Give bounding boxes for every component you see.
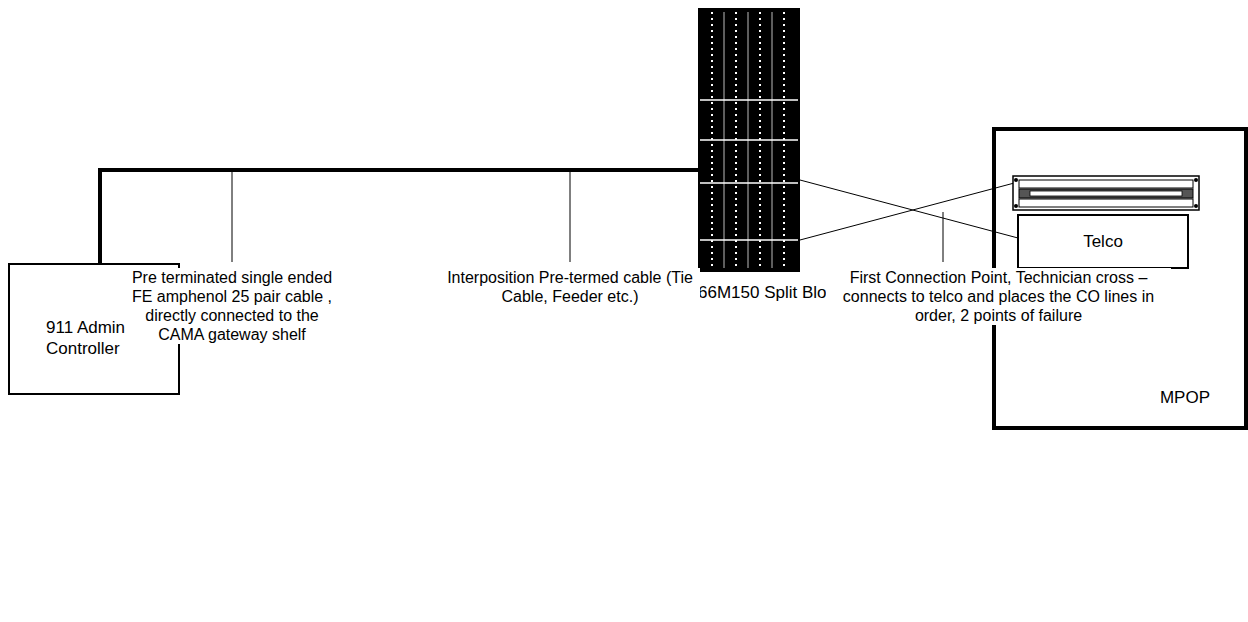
cross-connect-wire <box>800 182 1018 240</box>
node-label: 66M150 Split Block <box>698 272 844 303</box>
cross-connect-wire <box>800 180 1018 238</box>
callout-note: Pre terminated single ended FE amphenol … <box>127 268 337 344</box>
demarc-panel <box>1013 176 1199 210</box>
leader-line <box>570 172 571 262</box>
callout-note: Interposition Pre-termed cable (Tie Cabl… <box>440 268 700 306</box>
split-block: 66M150 Split Block <box>698 8 844 308</box>
node-label: MPOP <box>1160 387 1210 408</box>
node-label: Telco <box>1083 231 1123 252</box>
equipment-box: Telco <box>1017 214 1189 269</box>
callout-note: First Connection Point, Technician cross… <box>826 268 1171 325</box>
leader-line <box>232 172 233 262</box>
punch-block-illustration <box>698 8 800 272</box>
leader-line <box>943 212 944 262</box>
cable-run <box>100 170 698 263</box>
